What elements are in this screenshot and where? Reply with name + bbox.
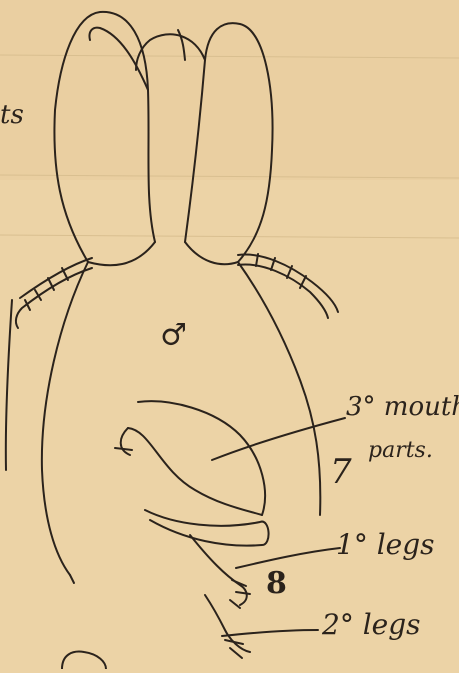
label-number-7: 7 xyxy=(330,452,352,492)
label-mouthparts-line2: parts. xyxy=(368,438,433,463)
label-number-8: 8 xyxy=(266,566,287,601)
label-top-left: ts xyxy=(0,100,24,130)
label-second-legs: 2° legs xyxy=(322,608,421,641)
male-symbol: ♂ xyxy=(160,318,187,353)
paper-stain xyxy=(0,0,459,180)
label-first-legs: 1° legs xyxy=(336,528,435,561)
label-mouthparts-line1: 3° mouth xyxy=(346,392,459,422)
